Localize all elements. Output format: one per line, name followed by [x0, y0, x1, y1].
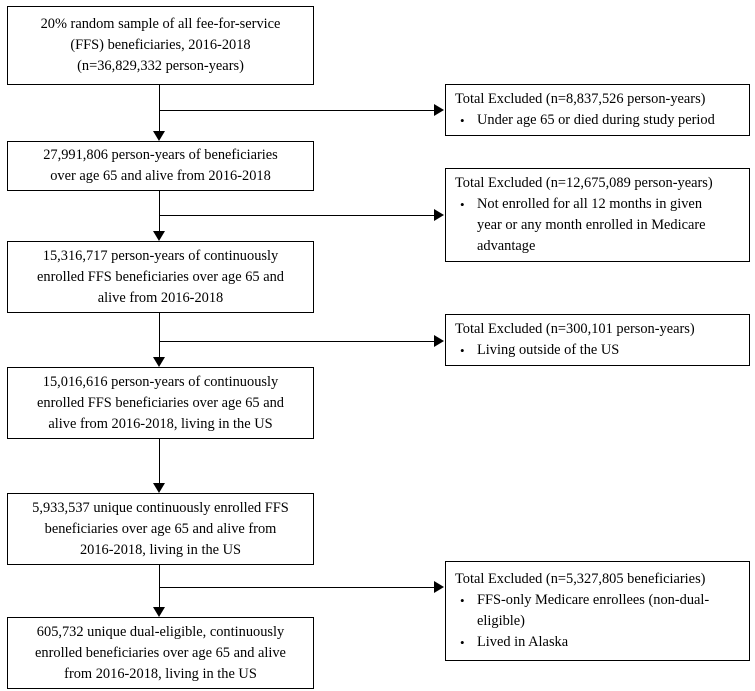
connector-vertical-5 [159, 565, 160, 613]
box-text-line: enrolled FFS beneficiaries over age 65 a… [37, 394, 284, 411]
box-text-line: enrolled beneficiaries over age 65 and a… [35, 644, 286, 661]
bullet-text: Living outside of the US [477, 340, 749, 361]
bullet-text: Under age 65 or died during study period [477, 110, 749, 131]
connector-vertical-4 [159, 439, 160, 489]
box-text-line: 15,016,616 person-years of continuously [42, 373, 279, 390]
bullet-icon: • [460, 593, 465, 608]
arrowhead-right-1 [434, 104, 444, 116]
bullet-icon: • [460, 113, 465, 128]
bullet-text-line: year or any month enrolled in Medicare [477, 217, 706, 233]
exclusion-heading: Total Excluded (n=8,837,526 person-years… [455, 91, 706, 107]
exclusion-bullet: • Lived in Alaska [446, 632, 749, 653]
bullet-text: Lived in Alaska [477, 632, 749, 653]
bullet-text-line: advantage [477, 238, 536, 254]
connector-branch-5 [159, 587, 436, 588]
exclusion-box-2: Total Excluded (n=12,675,089 person-year… [445, 168, 750, 262]
exclusion-heading: Total Excluded (n=300,101 person-years) [455, 321, 695, 337]
living-in-us-box: 15,016,616 person-years of continuously … [7, 367, 314, 439]
exclusion-heading: Total Excluded (n=5,327,805 beneficiarie… [455, 571, 706, 587]
bullet-text: Not enrolled for all 12 months in given … [477, 194, 749, 257]
arrowhead-right-3 [434, 335, 444, 347]
initial-sample-box: 20% random sample of all fee-for-service… [7, 6, 314, 85]
bullet-text-line: Living outside of the US [477, 342, 620, 358]
arrowhead-down-4 [153, 483, 165, 493]
arrowhead-down-1 [153, 131, 165, 141]
box-text-line: alive from 2016-2018, living in the US [48, 415, 273, 432]
arrowhead-down-5 [153, 607, 165, 617]
connector-vertical-2 [159, 191, 160, 237]
box-text-line: from 2016-2018, living in the US [64, 665, 257, 682]
bullet-icon: • [460, 197, 465, 212]
box-text-line: beneficiaries over age 65 and alive from [44, 520, 277, 537]
box-text-line: 27,991,806 person-years of beneficiaries [43, 147, 278, 163]
box-text-line: over age 65 and alive from 2016-2018 [50, 168, 271, 184]
final-dual-eligible-box: 605,732 unique dual-eligible, continuous… [7, 617, 314, 689]
bullet-text-line: Under age 65 or died during study period [477, 112, 715, 128]
bullet-text-line: eligible) [477, 613, 525, 629]
box-text-line: 605,732 unique dual-eligible, continuous… [36, 623, 285, 640]
continuously-enrolled-box: 15,316,717 person-years of continuously … [7, 241, 314, 313]
box-text-line: (n=36,829,332 person-years) [77, 58, 244, 74]
connector-vertical-3 [159, 313, 160, 363]
exclusion-heading: Total Excluded (n=12,675,089 person-year… [455, 175, 713, 191]
exclusion-bullet: • Not enrolled for all 12 months in give… [446, 194, 749, 257]
over-65-alive-box: 27,991,806 person-years of beneficiaries… [7, 141, 314, 191]
exclusion-box-3: Total Excluded (n=300,101 person-years) … [445, 314, 750, 366]
unique-beneficiaries-box: 5,933,537 unique continuously enrolled F… [7, 493, 314, 565]
box-text-line: alive from 2016-2018 [97, 289, 224, 306]
arrowhead-right-2 [434, 209, 444, 221]
bullet-text-line: Lived in Alaska [477, 634, 569, 650]
arrowhead-right-5 [434, 581, 444, 593]
arrowhead-down-2 [153, 231, 165, 241]
box-text-line: 20% random sample of all fee-for-service [40, 16, 281, 32]
exclusion-box-4: Total Excluded (n=5,327,805 beneficiarie… [445, 561, 750, 661]
connector-branch-2 [159, 215, 436, 216]
connector-vertical-1 [159, 85, 160, 137]
exclusion-bullet: • Living outside of the US [446, 340, 749, 361]
bullet-text-line: Not enrolled for all 12 months in given [477, 196, 703, 212]
bullet-text: FFS-only Medicare enrollees (non-dual- e… [477, 590, 749, 632]
box-text-line: (FFS) beneficiaries, 2016-2018 [70, 37, 251, 53]
connector-branch-1 [159, 110, 436, 111]
connector-branch-3 [159, 341, 436, 342]
arrowhead-down-3 [153, 357, 165, 367]
box-text-line: enrolled FFS beneficiaries over age 65 a… [37, 268, 284, 285]
exclusion-bullet: • Under age 65 or died during study peri… [446, 110, 749, 131]
exclusion-bullet: • FFS-only Medicare enrollees (non-dual-… [446, 590, 749, 632]
box-text-line: 2016-2018, living in the US [79, 541, 242, 558]
box-text-line: 5,933,537 unique continuously enrolled F… [32, 499, 289, 516]
exclusion-box-1: Total Excluded (n=8,837,526 person-years… [445, 84, 750, 136]
bullet-icon: • [460, 343, 465, 358]
bullet-icon: • [460, 635, 465, 650]
box-text-line: 15,316,717 person-years of continuously [42, 247, 279, 264]
bullet-text-line: FFS-only Medicare enrollees (non-dual- [477, 592, 710, 608]
